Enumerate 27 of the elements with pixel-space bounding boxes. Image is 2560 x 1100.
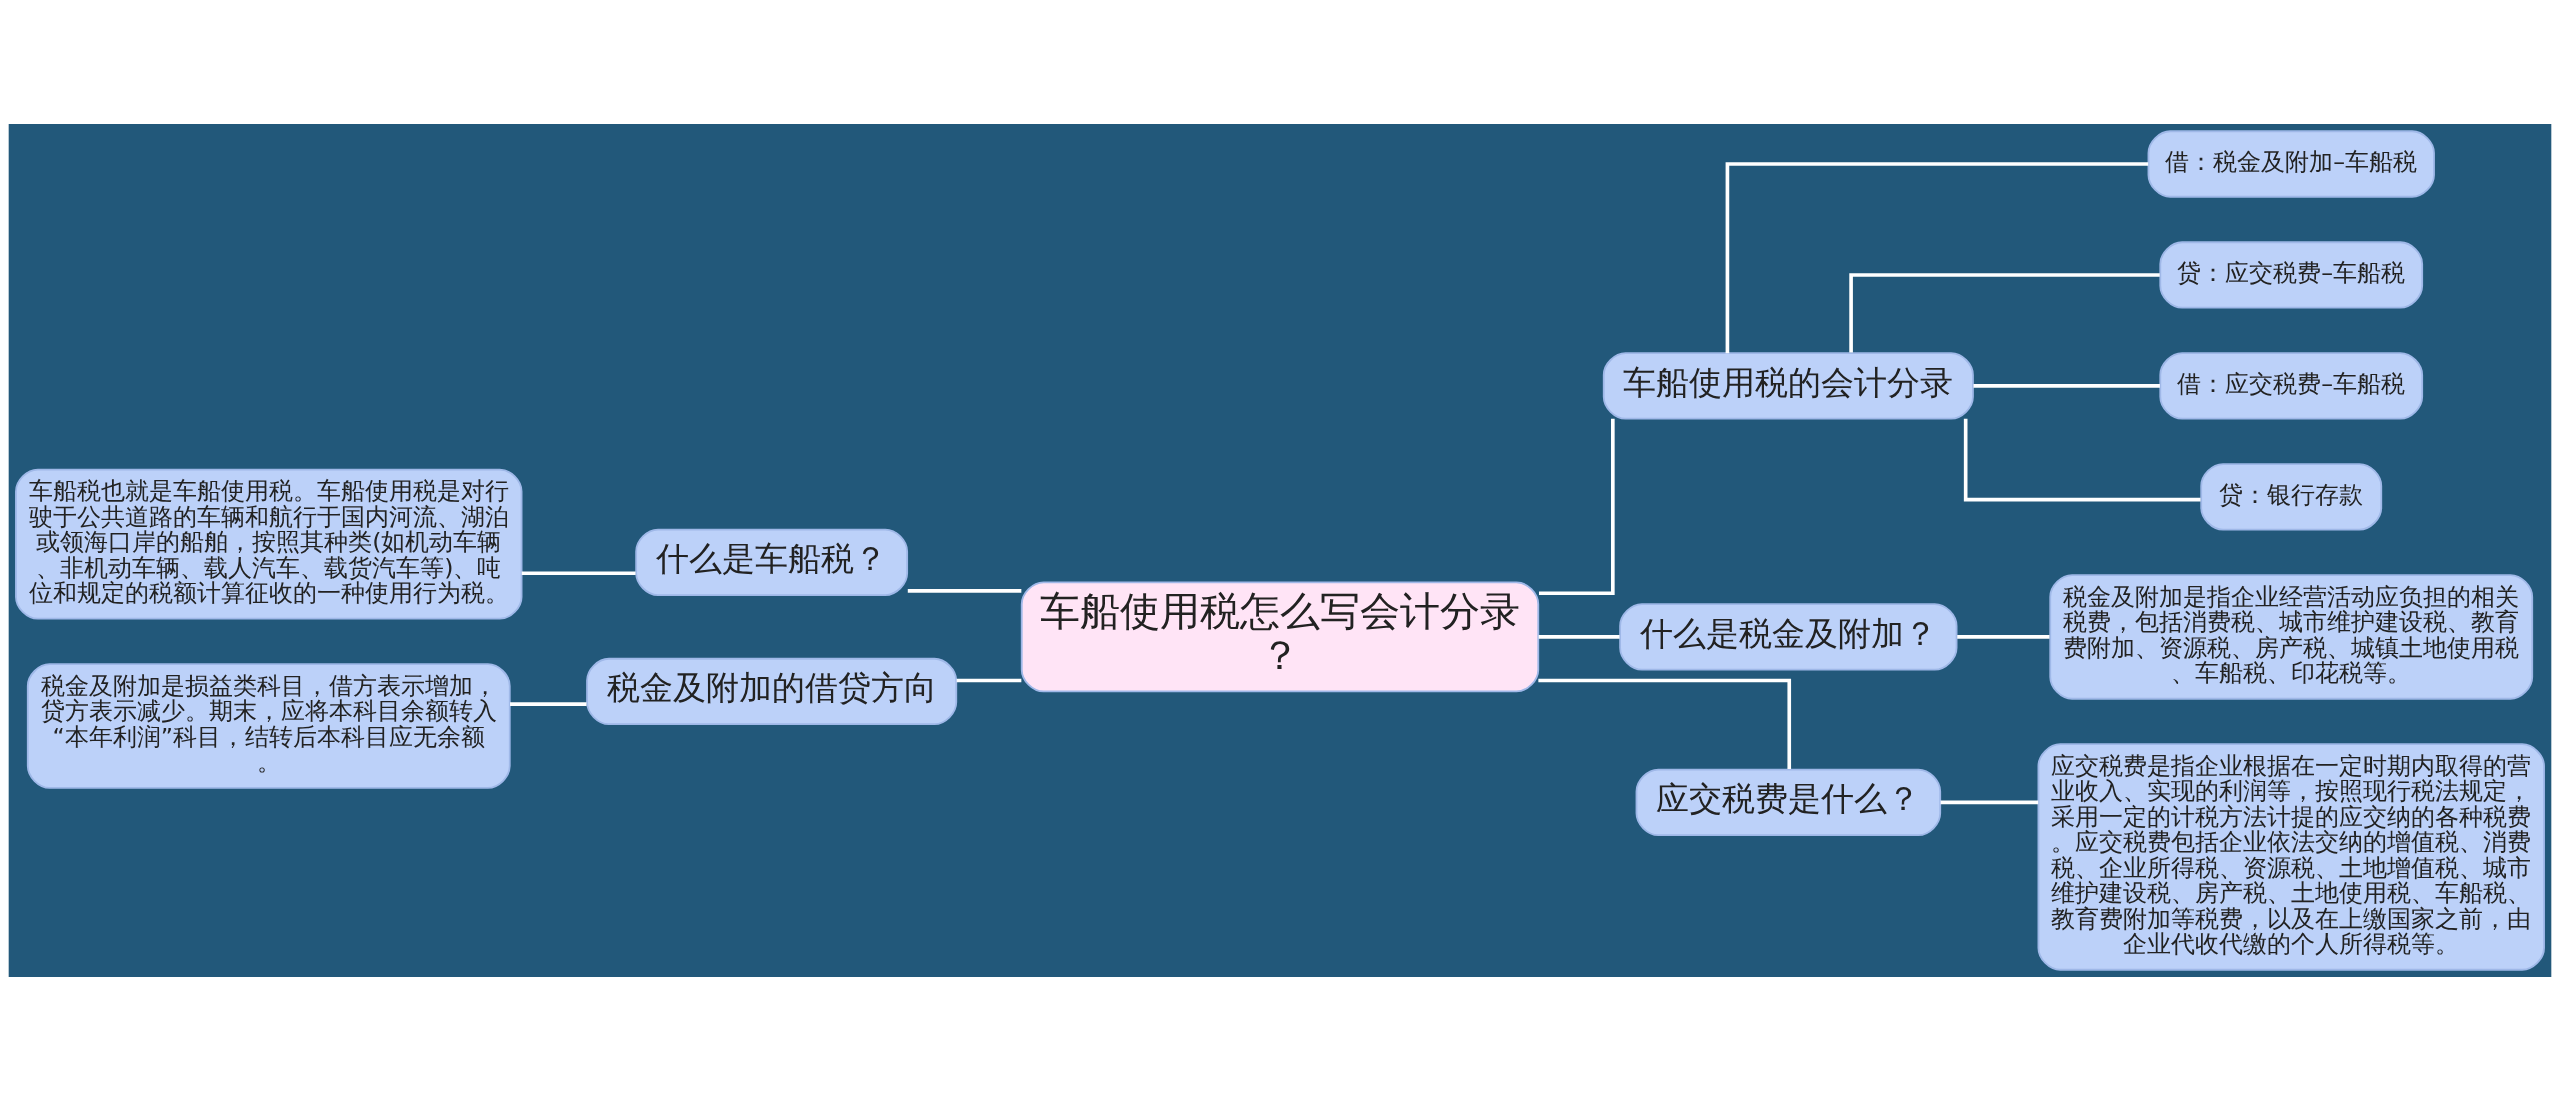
connector xyxy=(1957,634,2050,639)
node-box: 车船税也就是车船使用税。车船使用税是对行驶于公共道路的车辆和航行于国内河流、湖泊或领海口岸的船舶，按照其种类(如机动车辆、非机动车辆、载人汽车、载货汽车等)、吨位和规定的税额计算征收的一种使用行为税。 xyxy=(15,468,523,620)
node-box: 借：应交税费–车船税 xyxy=(2159,351,2424,420)
node-box: 税金及附加的借贷方向 xyxy=(586,657,958,725)
connector xyxy=(1538,418,1615,595)
node-box: 贷：银行存款 xyxy=(2200,462,2383,530)
connector xyxy=(521,570,636,575)
connector xyxy=(1963,418,2201,501)
node-box: 应交税费是什么？ xyxy=(1635,768,1942,836)
connector xyxy=(510,701,587,706)
node-box: 贷：应交税费–车船税 xyxy=(2159,240,2424,309)
node-box: 什么是税金及附加？ xyxy=(1619,602,1958,671)
node-box: 借：税金及附加–车船税 xyxy=(2147,129,2435,198)
connector xyxy=(907,588,1022,593)
connector xyxy=(956,678,1022,682)
connector xyxy=(1538,634,1620,639)
connector xyxy=(1940,800,2039,804)
node-box: 车船使用税的会计分录 xyxy=(1602,351,1974,420)
node-box: 税金及附加是指企业经营活动应负担的相关税费，包括消费税、城市维护建设税、教育费附加、资源税、房产税、城镇土地使用税、车船税、印花税等。 xyxy=(2049,573,2534,700)
node-box: 税金及附加是损益类科目，借方表示增加，贷方表示减少。期末，应将本科目余额转入“本年利润”科目，结转后本科目应无余额。 xyxy=(26,662,511,789)
node-box: 应交税费是指企业根据在一定时期内取得的营业收入、实现的利润等，按照现行税法规定，采用一定的计税方法计提的应交纳的各种税费。应交税费包括企业依法交纳的增值税、消费税、企业所得税、资源税、土地增值税、城市维护建设税、房产税、土地使用税、车船税、教育费附加等税费，以及在上缴国家之前，由企业代收代缴的个人所得税等。 xyxy=(2037,742,2545,971)
connector xyxy=(1973,383,2160,388)
connector xyxy=(1538,678,1792,769)
node-box: 什么是车船税？ xyxy=(635,528,909,596)
connector xyxy=(1849,272,2160,353)
node-box: 车船使用税怎么写会计分录？ xyxy=(1020,580,1540,692)
connector xyxy=(1725,161,2149,353)
